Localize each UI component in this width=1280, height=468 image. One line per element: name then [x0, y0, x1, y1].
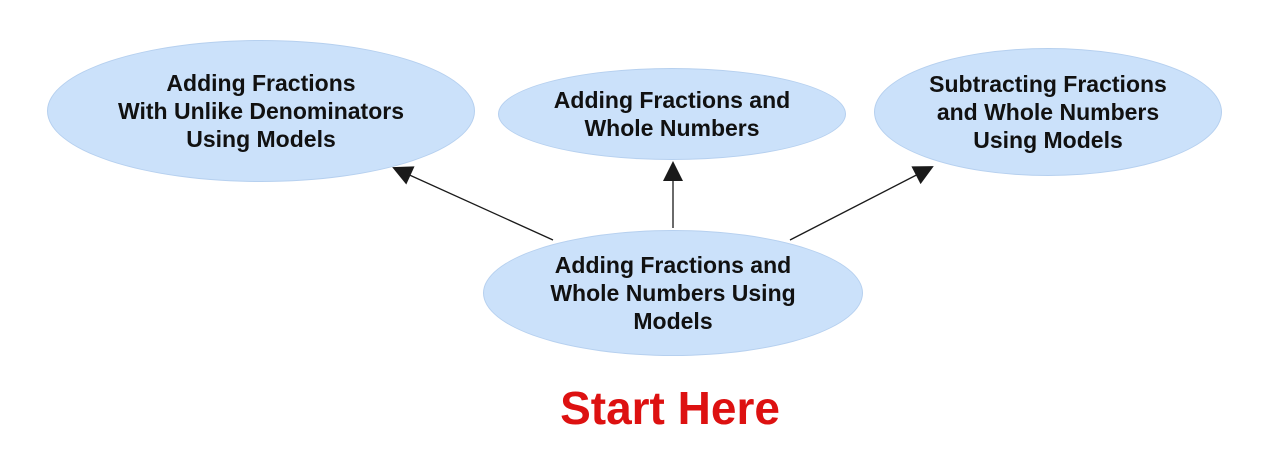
lesson-node-label: Adding Fractions and Whole Numbers: [553, 87, 791, 141]
start-here-label: Start Here: [560, 382, 780, 434]
lesson-node-adding-fractions-unlike-denominators[interactable]: Adding Fractions With Unlike Denominator…: [47, 40, 475, 182]
lesson-node-label: Adding Fractions With Unlike Denominator…: [117, 70, 405, 152]
lesson-node-adding-fractions-and-whole-numbers-using-models[interactable]: Adding Fractions and Whole Numbers Using…: [483, 230, 863, 356]
connector-arrow-right: [789, 166, 934, 241]
lesson-node-adding-fractions-and-whole-numbers[interactable]: Adding Fractions and Whole Numbers: [498, 68, 846, 160]
lesson-node-subtracting-fractions-and-whole-numbers[interactable]: Subtracting Fractions and Whole Numbers …: [874, 48, 1222, 176]
lesson-node-label: Adding Fractions and Whole Numbers Using…: [550, 252, 796, 334]
lesson-node-label: Subtracting Fractions and Whole Numbers …: [929, 71, 1167, 153]
connector-arrow-left: [392, 166, 554, 241]
